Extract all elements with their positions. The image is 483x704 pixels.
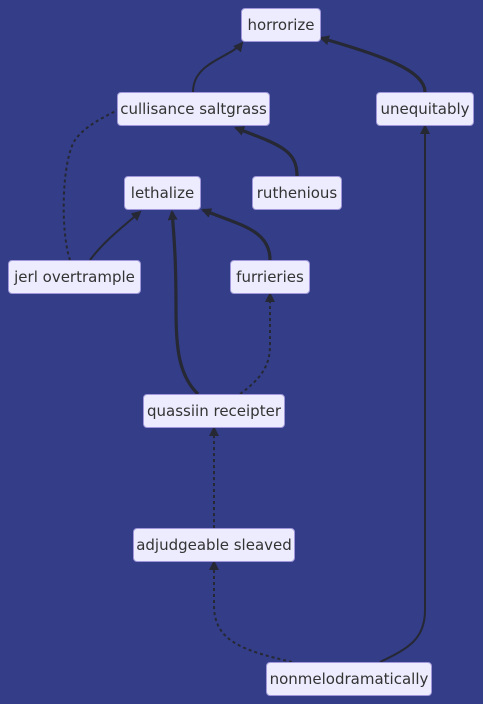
node-quassiin-receipter: quassiin receipter <box>143 394 285 428</box>
node-cullisance-saltgrass: cullisance saltgrass <box>117 92 270 126</box>
node-furrieries: furrieries <box>230 260 310 294</box>
node-ruthenious: ruthenious <box>252 176 342 210</box>
node-adjudgeable-sleaved: adjudgeable sleaved <box>133 528 295 562</box>
edge-jerl-to-lethalize <box>89 210 142 261</box>
edge-furrieries-to-lethalize <box>201 208 272 261</box>
node-unequitably: unequitably <box>376 92 474 126</box>
edge-jerl-to-cullisance <box>62 99 140 261</box>
edge-quassiin-to-furrieries <box>239 292 275 395</box>
node-horrorize: horrorize <box>241 8 321 42</box>
edge-nonmelo-to-unequitably <box>379 124 430 663</box>
node-nonmelodramatically: nonmelodramatically <box>266 662 432 696</box>
edge-quassiin-to-lethalize <box>167 210 200 396</box>
node-jerl-overtrample: jerl overtrample <box>8 260 141 294</box>
node-lethalize: lethalize <box>124 176 201 210</box>
edge-unequitably-to-horrorize <box>319 35 427 93</box>
edge-nonmelo-to-adjudgeable <box>209 560 293 663</box>
edge-ruthenious-to-cullisance <box>234 126 299 177</box>
edge-cullisance-to-horrorize <box>192 41 244 93</box>
